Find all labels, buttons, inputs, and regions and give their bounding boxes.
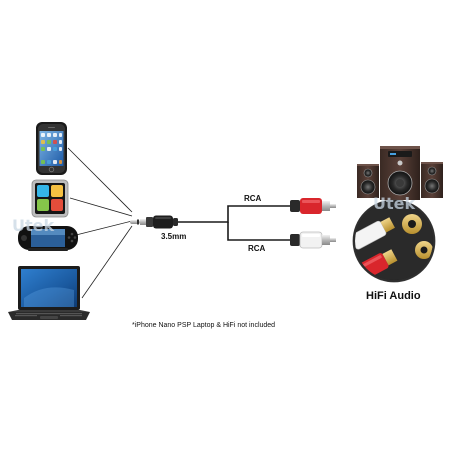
laptop-icon — [8, 266, 90, 320]
device-lines — [67, 147, 133, 299]
rca-plug-white — [290, 231, 336, 249]
jack-label: 3.5mm — [161, 232, 187, 241]
not-included-note: *iPhone Nano PSP Laptop & HiFi not inclu… — [132, 322, 276, 329]
audio-cable — [176, 205, 290, 241]
rca-closeup-icon — [352, 199, 436, 283]
rca-top-label: RCA — [244, 194, 262, 203]
speaker-system-icon — [357, 146, 443, 200]
hifi-audio-label: HiFi Audio — [366, 290, 421, 302]
watermark-right: Utek — [373, 194, 415, 213]
iphone-icon — [36, 122, 67, 175]
rca-bottom-label: RCA — [248, 244, 266, 253]
ipod-nano-icon — [31, 179, 69, 218]
jack-3-5mm — [130, 215, 178, 229]
watermark-left: Utek — [12, 216, 54, 235]
psp-icon — [18, 226, 78, 251]
rca-plug-red — [290, 198, 336, 214]
